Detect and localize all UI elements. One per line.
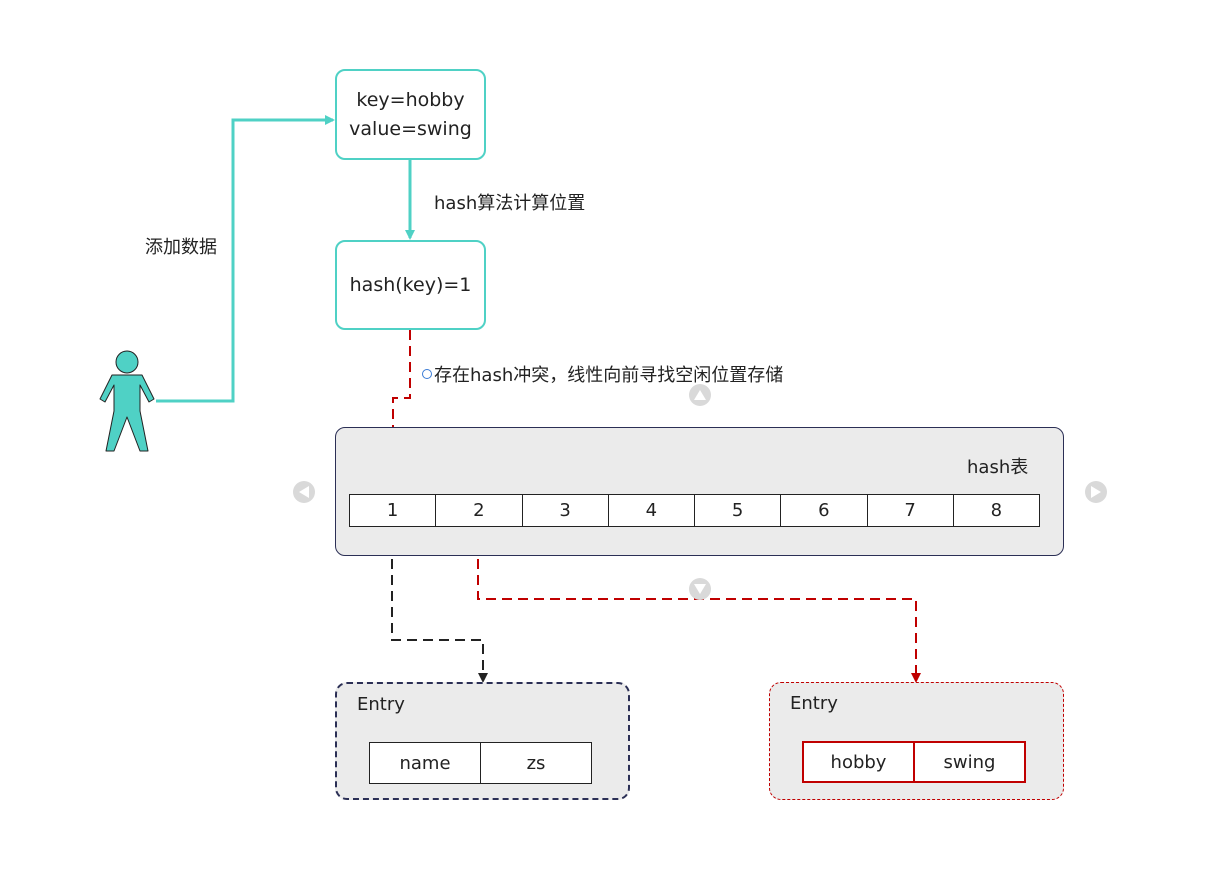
hash-slot: 3: [523, 495, 609, 526]
nav-down-icon[interactable]: [689, 578, 711, 600]
collision-label-row: 存在hash冲突，线性向前寻找空闲位置存储: [422, 361, 783, 387]
entry-left-kv: name zs: [369, 742, 592, 784]
hash-box-text: hash(key)=1: [349, 273, 472, 296]
input-box: key=hobby value=swing: [335, 69, 486, 160]
hash-table-title: hash表: [967, 457, 1029, 478]
entry-left-title: Entry: [357, 694, 405, 715]
entry-left-key: name: [370, 743, 481, 783]
collision-label: 存在hash冲突，线性向前寻找空闲位置存储: [434, 365, 784, 386]
bullet-circle-icon: [422, 369, 432, 379]
add-data-label: 添加数据: [145, 237, 217, 258]
hash-label: hash算法计算位置: [434, 193, 586, 214]
entry-right-key: hobby: [804, 743, 915, 781]
slot1-entry-connector: [391, 527, 488, 683]
hash-slot: 6: [781, 495, 868, 526]
input-key-text: key=hobby: [356, 88, 465, 111]
hash-slot: 1: [350, 495, 437, 526]
entry-left-value: zs: [526, 752, 546, 774]
hash-box: hash(key)=1: [335, 240, 486, 330]
hash-slot: 7: [868, 495, 954, 526]
nav-up-icon[interactable]: [689, 384, 711, 406]
entry-right: Entry hobby swing: [769, 682, 1064, 800]
hash-slot: 4: [609, 495, 695, 526]
nav-left-icon[interactable]: [293, 481, 315, 503]
person-icon: [99, 350, 155, 452]
entry-right-title: Entry: [790, 693, 838, 714]
nav-right-icon[interactable]: [1085, 481, 1107, 503]
entry-right-kv: hobby swing: [802, 741, 1026, 783]
add-data-connector: [156, 115, 335, 403]
hash-table-panel: [335, 427, 1064, 556]
hash-slot: 2: [436, 495, 523, 526]
entry-left: Entry name zs: [335, 682, 630, 800]
input-value-text: value=swing: [349, 117, 472, 140]
hash-slot: 8: [990, 500, 1003, 521]
hash-table-slots: 1 2 3 4 5 6 7 8: [349, 494, 1040, 527]
hash-slot: 5: [695, 495, 782, 526]
entry-right-value: swing: [943, 751, 996, 773]
